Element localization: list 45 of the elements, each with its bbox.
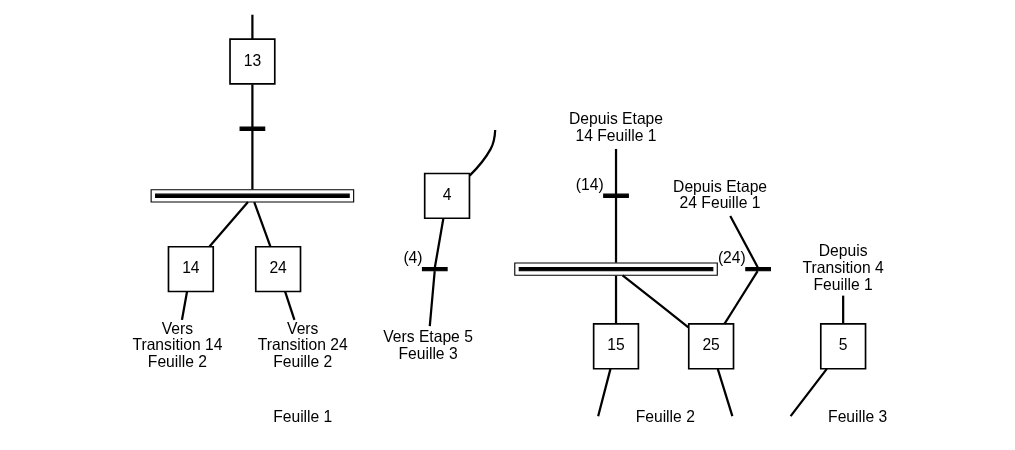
node-text: Vers Transition 14 Feuille 2 [132,319,223,370]
connector [208,200,249,247]
node-box: 25 [687,322,735,370]
connector [251,130,254,189]
node-box: 24 [254,245,302,292]
connector [621,274,690,328]
node-text: Depuis Etape 14 Feuille 1 [569,109,664,144]
node-box: 4 [423,172,471,219]
node-text: Vers Transition 24 Feuille 2 [257,319,348,370]
label: Feuille 2 [635,407,695,425]
connector [614,275,618,324]
node-bar [421,266,448,271]
node-label: (4) [403,248,423,266]
node-box: 5 [819,322,867,370]
label: Feuille 3 [828,407,888,425]
connector [433,217,445,267]
node-box: 13 [229,37,276,85]
node-text: Depuis Etape 24 Feuille 1 [673,177,768,211]
node-label: (24) [717,248,746,266]
connector [428,270,436,326]
node-box: 14 [167,245,215,292]
node-bar [603,193,629,198]
connector [251,14,254,39]
connector [716,368,734,416]
node-bar [745,266,771,271]
connector [597,368,612,416]
connector [180,290,189,320]
node-bar [514,261,718,276]
connector [614,148,618,194]
connector [253,201,272,247]
node-text: Depuis Transition 4 Feuille 1 [802,241,884,293]
connector [614,197,618,263]
connector [723,270,759,325]
label: Feuille 1 [273,407,333,425]
node-box: 15 [592,322,640,370]
connector [789,367,828,417]
node-label: (14) [575,175,604,193]
connector [251,83,254,127]
node-bar [150,188,355,203]
connector [284,290,296,320]
node-text: Vers Etape 5 Feuille 3 [383,327,473,362]
connector [842,295,845,324]
connector [729,215,759,268]
node-bar [239,126,266,131]
connector [468,129,497,176]
